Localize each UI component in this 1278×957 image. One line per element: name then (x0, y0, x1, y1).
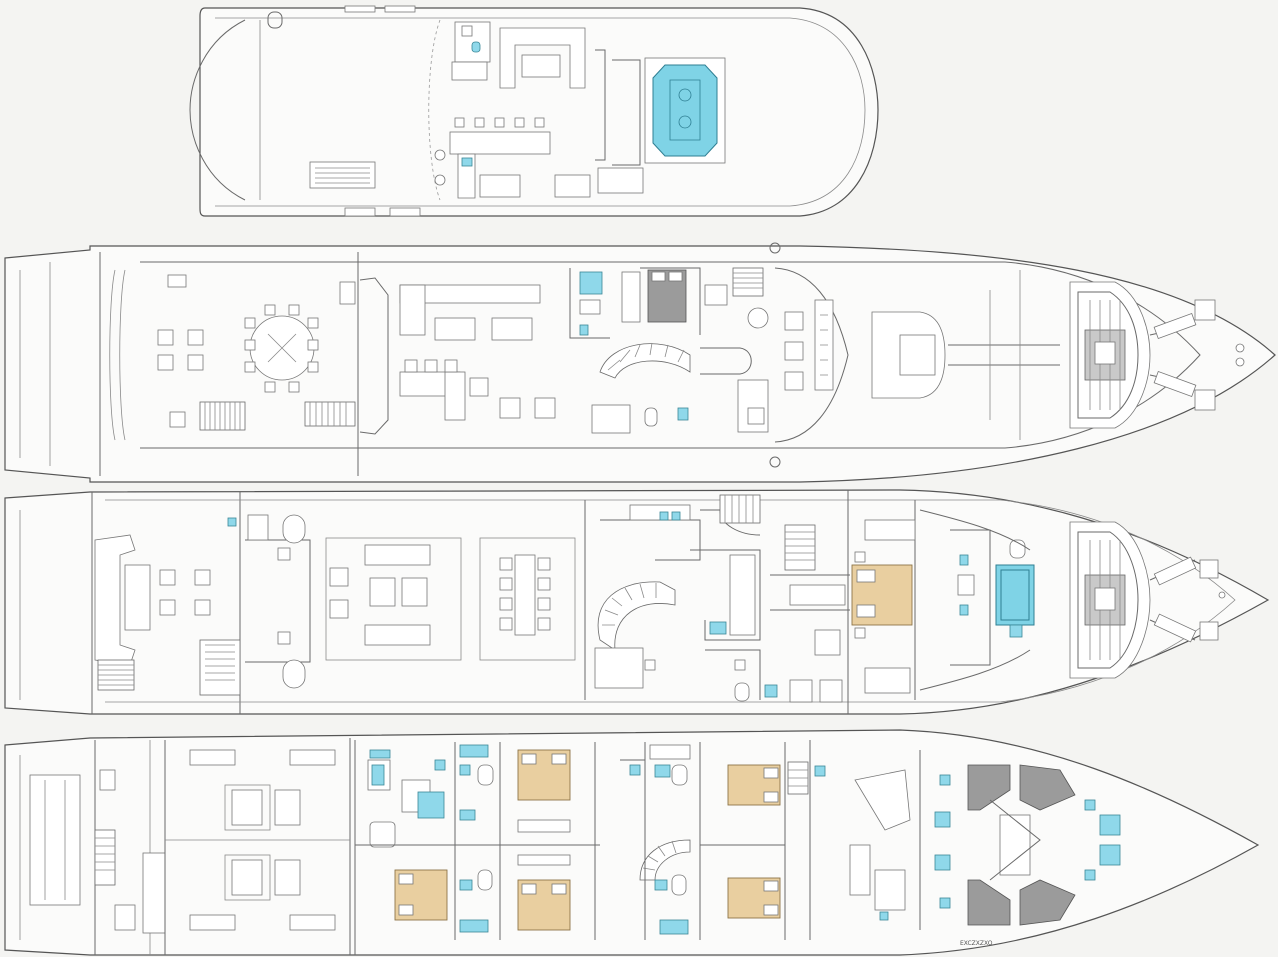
bar-stools (454, 117, 545, 128)
sun-deck-bar-counter (449, 131, 551, 155)
crew-bunk-3 (1019, 764, 1076, 811)
sun-deck-head (454, 21, 491, 63)
guest-cabins (354, 740, 600, 955)
engine-room (164, 738, 351, 955)
crew-bunk-1 (967, 764, 1011, 811)
sun-deck-vent (309, 161, 376, 189)
main-tender (1069, 521, 1151, 679)
sun-deck-hatch (344, 5, 376, 13)
sky-lounge-seating (399, 284, 556, 421)
owner-bathtub (995, 564, 1035, 626)
bridge-deck (4, 242, 1276, 483)
owner-suite (847, 490, 1035, 714)
wheelhouse (774, 267, 849, 443)
forward-guest-cabins (644, 742, 786, 940)
bridge-spiral-stair (599, 343, 691, 379)
sun-deck (189, 5, 879, 217)
lower-deck-mark: EXCZXZXO (960, 940, 993, 947)
crew-bunk-2 (967, 879, 1011, 926)
captain-cabin (569, 267, 728, 339)
main-dining (479, 537, 576, 661)
crew-area (787, 740, 1121, 940)
lower-spiral-stair (639, 839, 691, 881)
bridge-aft-dining (244, 304, 319, 393)
main-saloon (277, 537, 462, 661)
main-spiral-stair (597, 581, 676, 651)
sun-deck-bar (499, 27, 586, 89)
sun-deck-inner (189, 19, 246, 201)
main-deck (4, 489, 1270, 715)
lower-deck: EXCZXZXO (4, 729, 1260, 956)
bridge-tender (1069, 281, 1151, 429)
bridge-aft-stairs (199, 401, 246, 431)
jacuzzi (652, 64, 718, 157)
crew-bunk-4 (1019, 879, 1076, 926)
garage-platform (29, 774, 81, 906)
